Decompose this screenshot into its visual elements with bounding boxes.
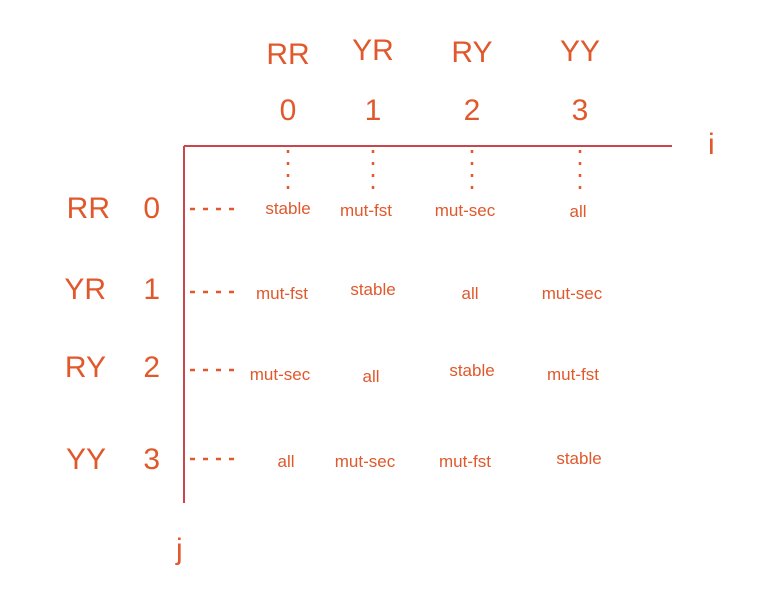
row-header-label: RY bbox=[64, 351, 106, 384]
column-header-index: 1 bbox=[364, 94, 382, 127]
matrix-cell: all bbox=[277, 452, 295, 471]
row-header-index: 1 bbox=[143, 273, 160, 306]
matrix-cell: mut-fst bbox=[256, 284, 308, 303]
matrix-cell: all bbox=[461, 284, 479, 303]
row-header-index: 0 bbox=[143, 192, 160, 225]
column-header-index: 0 bbox=[279, 94, 297, 127]
matrix-cell: mut-fst bbox=[547, 365, 599, 384]
row-header-label: RR bbox=[66, 192, 110, 225]
row-header-index: 3 bbox=[143, 443, 160, 476]
row-header-index: 2 bbox=[143, 351, 160, 384]
matrix-cell: mut-sec bbox=[249, 365, 311, 384]
column-header-label: RY bbox=[451, 36, 493, 69]
matrix-cell: all bbox=[362, 367, 380, 386]
column-header-label: RR bbox=[266, 38, 310, 71]
j-axis-label: j bbox=[176, 533, 183, 566]
matrix-cell: stable bbox=[265, 199, 311, 218]
row-header-label: YY bbox=[65, 443, 106, 476]
column-header-index: 3 bbox=[571, 94, 589, 127]
matrix-cell: mut-sec bbox=[434, 201, 496, 220]
matrix-cell: all bbox=[569, 202, 587, 221]
column-header-index: 2 bbox=[463, 94, 481, 127]
matrix-cell: stable bbox=[449, 361, 495, 380]
matrix-cell: stable bbox=[350, 280, 396, 299]
matrix-cell: mut-fst bbox=[340, 201, 392, 220]
matrix-cell: mut-sec bbox=[541, 284, 603, 303]
matrix-cell: mut-fst bbox=[439, 452, 491, 471]
matrix-cell: mut-sec bbox=[334, 452, 396, 471]
column-header-label: YY bbox=[559, 35, 601, 68]
matrix-cell: stable bbox=[556, 449, 602, 468]
column-header-label: YR bbox=[352, 34, 394, 67]
row-header-label: YR bbox=[64, 273, 106, 306]
i-axis-label: i bbox=[708, 128, 715, 161]
